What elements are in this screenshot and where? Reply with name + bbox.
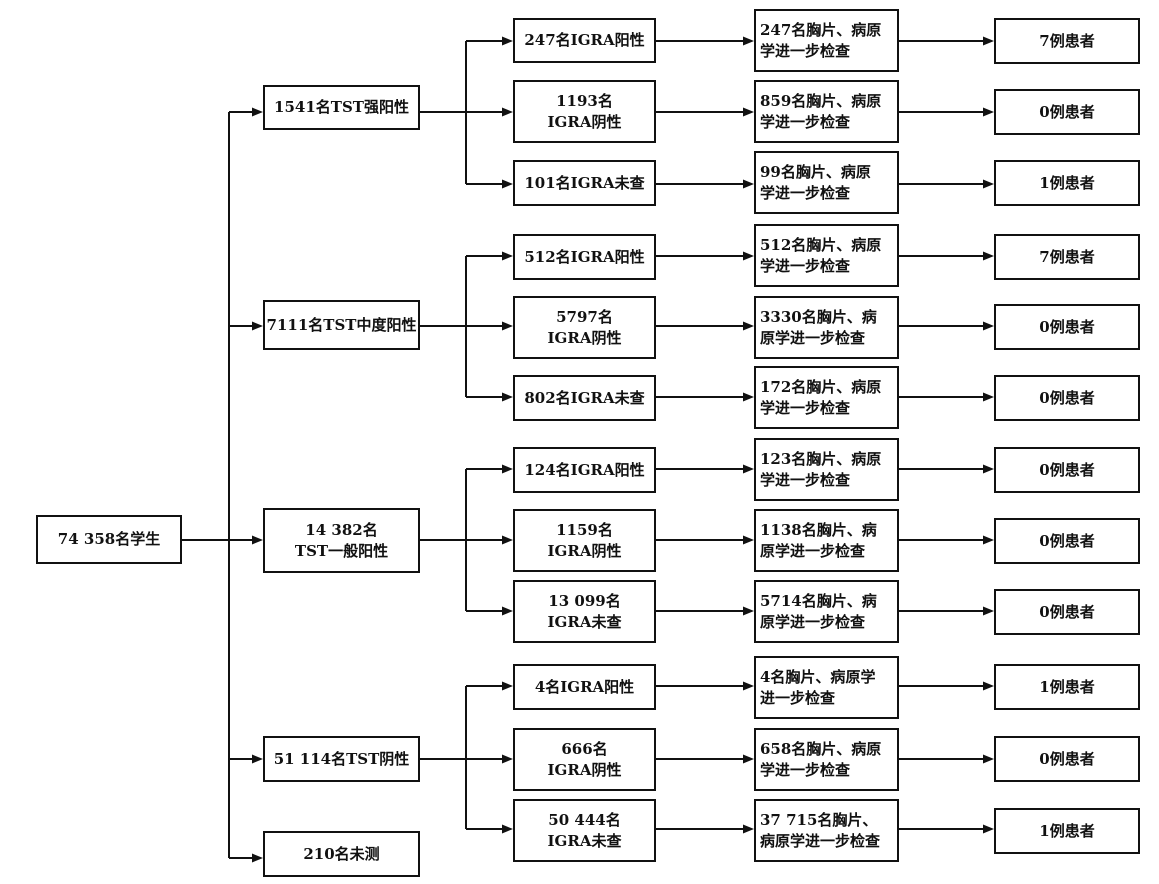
result-node: 1例患者 [994,664,1140,710]
exam-node: 512名胸片、病原 学进一步检查 [754,224,899,287]
exam-node: 658名胸片、病原 学进一步检查 [754,728,899,791]
result-node: 0例患者 [994,447,1140,493]
result-node: 7例患者 [994,234,1140,280]
arrow-head [743,179,754,189]
arrow-head [983,824,994,834]
exam-node: 99名胸片、病原 学进一步检查 [754,151,899,214]
arrow-head [502,392,513,402]
arrow-head [983,251,994,261]
arrow-head [502,824,513,834]
untested-node: 210名未测 [263,831,420,877]
igra-node: 247名IGRA阳性 [513,18,656,63]
arrow-head [502,36,513,46]
exam-node: 3330名胸片、病 原学进一步检查 [754,296,899,359]
arrow-head [252,321,263,331]
exam-node: 859名胸片、病原 学进一步检查 [754,80,899,143]
arrow-head [252,853,263,863]
arrow-head [743,36,754,46]
arrow-head [983,179,994,189]
group-node-tst-general-positive: 14 382名 TST一般阳性 [263,508,420,573]
arrow-head [983,392,994,402]
igra-node: 802名IGRA未查 [513,375,656,421]
igra-node: 13 099名 IGRA未查 [513,580,656,643]
result-node: 0例患者 [994,89,1140,135]
arrow-head [743,392,754,402]
arrow-head [743,251,754,261]
igra-node: 101名IGRA未查 [513,160,656,206]
result-node: 1例患者 [994,160,1140,206]
arrow-head [502,681,513,691]
arrow-head [743,606,754,616]
arrow-head [743,824,754,834]
result-node: 0例患者 [994,589,1140,635]
group-node-tst-moderate-positive: 7111名TST中度阳性 [263,300,420,350]
igra-node: 1159名 IGRA阴性 [513,509,656,572]
result-node: 7例患者 [994,18,1140,64]
arrow-head [502,535,513,545]
exam-node: 123名胸片、病原 学进一步检查 [754,438,899,501]
igra-node: 5797名 IGRA阴性 [513,296,656,359]
arrow-head [983,535,994,545]
group-node-tst-negative: 51 114名TST阴性 [263,736,420,782]
result-node: 0例患者 [994,375,1140,421]
igra-node: 1193名 IGRA阴性 [513,80,656,143]
exam-node: 247名胸片、病原 学进一步检查 [754,9,899,72]
igra-node: 666名 IGRA阴性 [513,728,656,791]
arrow-head [743,754,754,764]
arrow-head [502,754,513,764]
exam-node: 4名胸片、病原学 进一步检查 [754,656,899,719]
igra-node: 512名IGRA阳性 [513,234,656,280]
arrow-head [983,681,994,691]
root-node: 74 358名学生 [36,515,182,564]
arrow-head [502,107,513,117]
exam-node: 1138名胸片、病 原学进一步检查 [754,509,899,572]
arrow-head [502,251,513,261]
arrow-head [252,107,263,117]
arrow-head [743,107,754,117]
arrow-head [502,464,513,474]
exam-node: 5714名胸片、病 原学进一步检查 [754,580,899,643]
group-node-tst-strong-positive: 1541名TST强阳性 [263,85,420,130]
result-node: 1例患者 [994,808,1140,854]
arrow-head [252,535,263,545]
arrow-head [983,36,994,46]
arrow-head [983,606,994,616]
arrow-head [983,464,994,474]
arrow-head [502,179,513,189]
result-node: 0例患者 [994,304,1140,350]
arrow-head [983,754,994,764]
igra-node: 4名IGRA阳性 [513,664,656,710]
igra-node: 50 444名 IGRA未查 [513,799,656,862]
arrow-head [743,321,754,331]
exam-node: 37 715名胸片、 病原学进一步检查 [754,799,899,862]
result-node: 0例患者 [994,518,1140,564]
arrow-head [252,754,263,764]
result-node: 0例患者 [994,736,1140,782]
arrow-head [743,464,754,474]
arrow-head [983,107,994,117]
arrow-head [743,535,754,545]
igra-node: 124名IGRA阳性 [513,447,656,493]
exam-node: 172名胸片、病原 学进一步检查 [754,366,899,429]
arrow-head [983,321,994,331]
arrow-head [502,321,513,331]
arrow-head [743,681,754,691]
arrow-head [502,606,513,616]
